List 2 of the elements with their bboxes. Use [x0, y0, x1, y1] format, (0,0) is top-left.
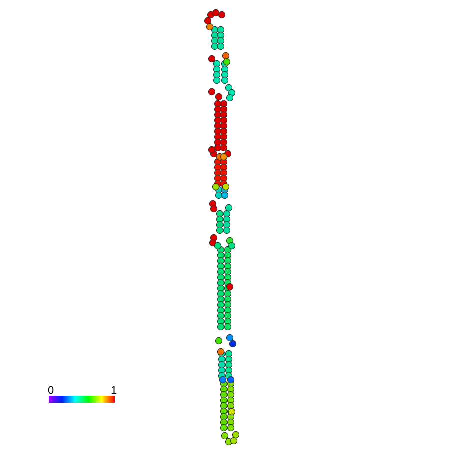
scale-label: 1 [111, 386, 118, 397]
scale-label: 0 [48, 386, 54, 397]
